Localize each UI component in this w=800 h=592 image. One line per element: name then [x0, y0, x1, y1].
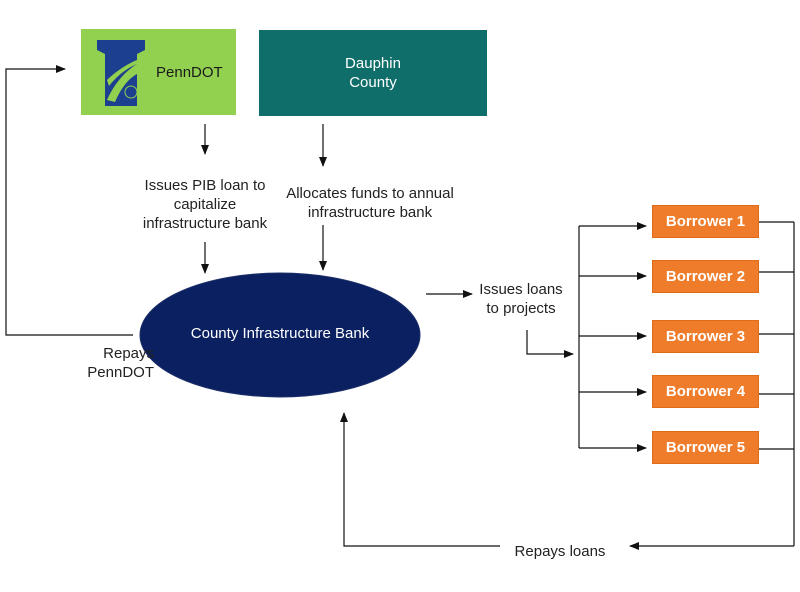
bank-ellipse [139, 272, 421, 398]
label-issues-pib: Issues PIB loan to capitalize infrastruc… [142, 177, 268, 232]
label-issues-loans: Issues loans to projects [479, 281, 563, 317]
bank-label: County Infrastructure Bank [190, 325, 370, 342]
label-repays-penndot: Repays PennDOT [87, 345, 154, 381]
dauphin-county-node: Dauphin County [259, 30, 487, 116]
penndot-label: PennDOT [156, 64, 223, 81]
arrow-repays-penndot [5, 65, 133, 336]
arrow-repays-loans-to-bank [340, 412, 500, 547]
label-repays-loans: Repays loans [514, 543, 606, 560]
label-allocates: Allocates funds to annual infrastructure… [286, 185, 454, 221]
borrower-2-node: Borrower 2 [652, 260, 759, 293]
borrower-1-node: Borrower 1 [652, 205, 759, 238]
dauphin-county-label: Dauphin County [345, 55, 401, 91]
arrow-to-borrower-trunk [526, 330, 574, 358]
borrower-4-node: Borrower 4 [652, 375, 759, 408]
keystone-logo-icon [97, 40, 145, 106]
borrower-3-node: Borrower 3 [652, 320, 759, 353]
borrower-5-node: Borrower 5 [652, 431, 759, 464]
penndot-node: PennDOT [81, 29, 236, 115]
